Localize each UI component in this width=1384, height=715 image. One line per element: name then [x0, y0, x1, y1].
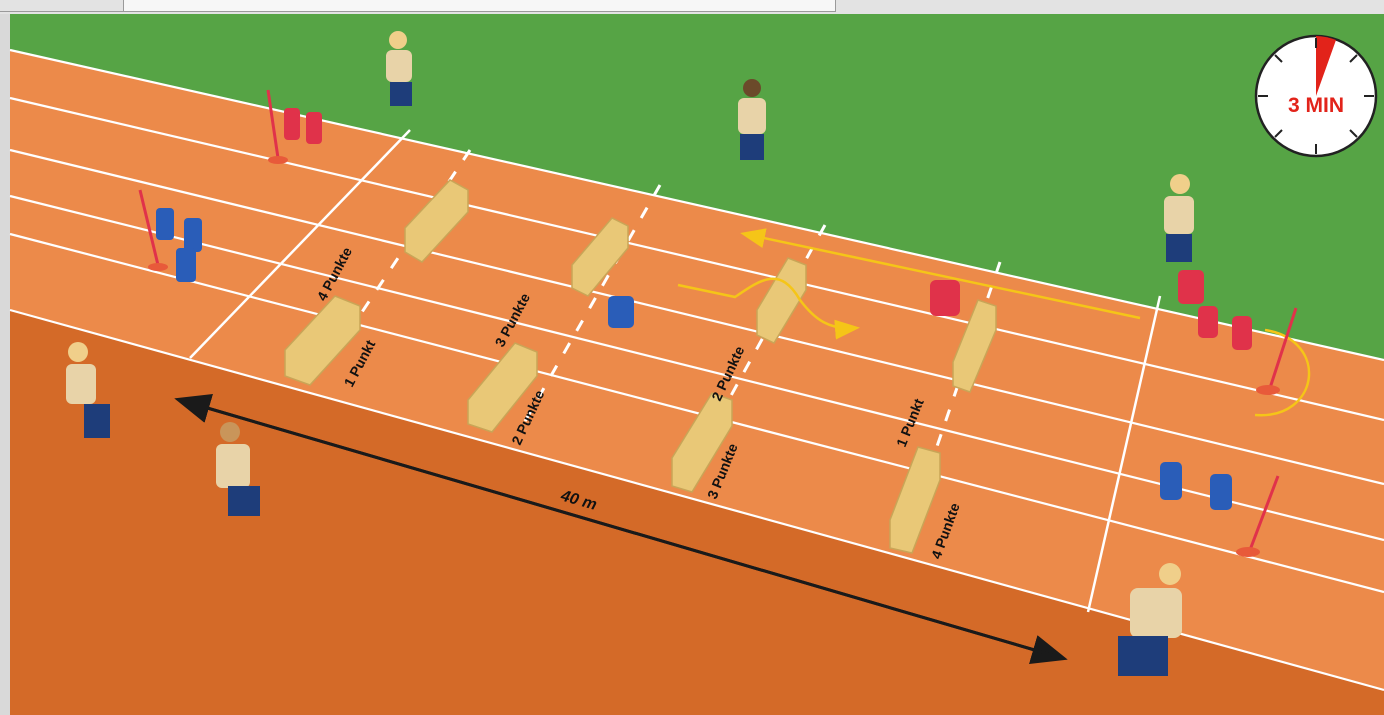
timer-icon: 3 MIN [1256, 36, 1376, 156]
timer-label: 3 MIN [1288, 94, 1344, 117]
